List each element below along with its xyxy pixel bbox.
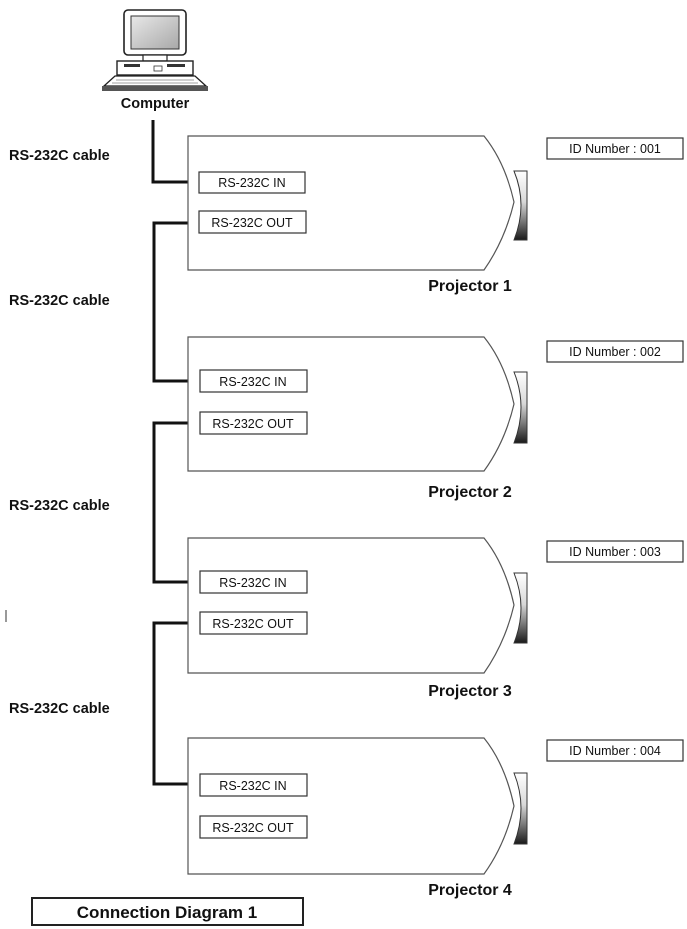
port-in-box [199, 369, 308, 393]
port-in-label: RS-232C IN [219, 375, 286, 389]
projector-1: RS-232C IN RS-232C OUT [187, 135, 528, 271]
projector-label-1: Projector 1 [428, 278, 512, 295]
projector-4: RS-232C IN RS-232C OUT [187, 737, 528, 875]
port-out-label: RS-232C OUT [212, 821, 294, 835]
projector-2: RS-232C IN RS-232C OUT [187, 336, 528, 472]
cable-label-4: RS-232C cable [9, 701, 110, 717]
cable-projector-2-to-3 [152, 421, 200, 584]
projector-label-3: Projector 3 [428, 683, 512, 700]
port-in-box [198, 171, 306, 194]
port-out-label: RS-232C OUT [212, 617, 294, 631]
cable-label-1: RS-232C cable [9, 148, 110, 164]
lens-icon [513, 572, 528, 644]
computer-icon [102, 9, 208, 91]
id-number-label-1: ID Number : 001 [569, 142, 661, 156]
projector-label-2: Projector 2 [428, 484, 512, 501]
id-number-label-4: ID Number : 004 [569, 744, 661, 758]
port-in-label: RS-232C IN [219, 576, 286, 590]
id-number-box-1 [546, 137, 684, 160]
id-number-box-4 [546, 739, 684, 762]
port-in-box [199, 570, 308, 594]
projector-label-4: Projector 4 [428, 882, 512, 899]
port-out-box [199, 411, 308, 435]
cable-projector-3-to-4 [152, 621, 200, 786]
port-out-label: RS-232C OUT [211, 216, 293, 230]
id-number-label-2: ID Number : 002 [569, 345, 661, 359]
projector-body [187, 537, 515, 674]
id-number-box-2 [546, 340, 684, 363]
projector-3: RS-232C IN RS-232C OUT [187, 537, 528, 674]
id-number-box-3 [546, 540, 684, 563]
port-in-label: RS-232C IN [218, 176, 285, 190]
cable-label-2: RS-232C cable [9, 293, 110, 309]
lens-icon [513, 170, 528, 241]
port-out-label: RS-232C OUT [212, 417, 294, 431]
cable-label-3: RS-232C cable [9, 498, 110, 514]
lens-icon [513, 772, 528, 845]
projector-body [187, 135, 515, 271]
cables [151, 120, 200, 786]
port-out-box [199, 611, 308, 635]
diagram-caption: Connection Diagram 1 [77, 903, 257, 922]
cable-computer-to-projector-1 [151, 120, 199, 184]
id-number-label-3: ID Number : 003 [569, 545, 661, 559]
projector-body [187, 737, 515, 875]
projector-body [187, 336, 515, 472]
port-out-box [199, 815, 308, 839]
port-in-box [199, 773, 308, 797]
port-out-box [198, 210, 307, 234]
cable-projector-1-to-2 [152, 221, 200, 383]
port-in-label: RS-232C IN [219, 779, 286, 793]
caption-box [31, 897, 304, 926]
computer-label: Computer [121, 96, 190, 112]
lens-icon [513, 371, 528, 444]
